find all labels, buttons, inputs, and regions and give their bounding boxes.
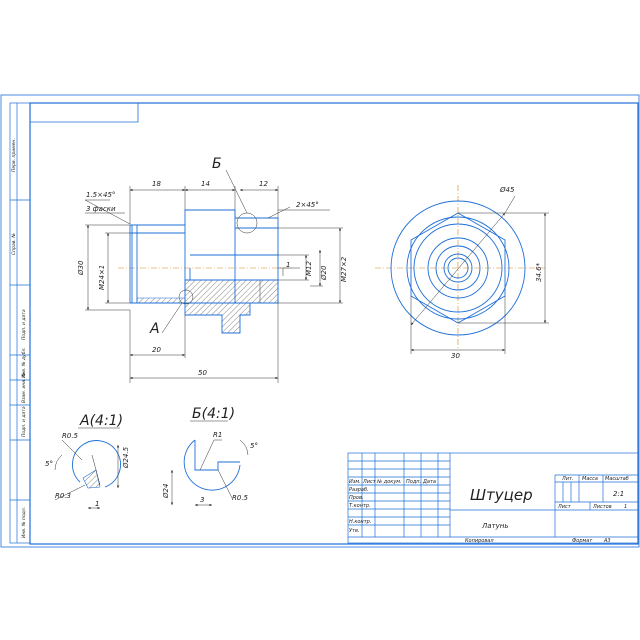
- tb-col-lit: Лит.: [561, 476, 574, 482]
- tb-row-list: Лист: [362, 479, 377, 485]
- dim-len-14: 14: [201, 180, 210, 188]
- detail-a-title: А(4:1): [79, 413, 123, 429]
- side-label-sprav: Справ. №: [11, 233, 17, 255]
- dim-chamfer-main: 1.5×45°: [86, 191, 115, 199]
- side-label-podp2: Подп. и дата: [21, 406, 27, 437]
- dim-len-12: 12: [259, 180, 268, 188]
- detail-b-marker: [236, 212, 258, 234]
- detail-b-angle: 5°: [250, 442, 258, 450]
- detail-b-r05: R0.5: [232, 494, 249, 502]
- side-label-vzam: Взам. инв. №: [21, 372, 27, 403]
- dim-chamfer-count: 3 фаски: [86, 205, 116, 213]
- tb-scale-value: 2:1: [613, 490, 624, 498]
- dim-hex-30: 30: [451, 352, 460, 360]
- side-label-perv: Перв. примен.: [11, 138, 17, 172]
- title-block: Изм. Лист № докум. Подп. Дата Разраб. Пр…: [347, 452, 639, 544]
- side-margin-table: Перв. примен. Справ. № Подп. и дата Инв.…: [9, 102, 31, 544]
- tb-col-list: Лист: [557, 504, 572, 510]
- tb-row-razrab: Разраб.: [349, 487, 369, 493]
- dim-len-20: 20: [152, 346, 161, 354]
- tb-row-prov: Пров.: [349, 495, 364, 501]
- tb-col-masshtab: Масштаб: [605, 476, 629, 482]
- side-label-podp1: Подп. и дата: [21, 309, 27, 340]
- dim-hex-346: 34.6*: [535, 262, 543, 282]
- detail-b-r1: R1: [213, 431, 222, 439]
- tb-listov-value: 1: [624, 504, 627, 510]
- dim-dia-30: Ø30: [77, 260, 85, 276]
- tb-format-label: Формат: [572, 538, 593, 544]
- detail-b-dia24: Ø24: [162, 484, 170, 499]
- side-label-inv-podl: Инв. № подл.: [21, 507, 27, 538]
- detail-a-angle: 5°: [45, 460, 53, 468]
- tb-material: Латунь: [481, 522, 508, 530]
- callout-b-label: Б: [212, 156, 222, 172]
- dim-dia-45: Ø45: [499, 186, 515, 194]
- tb-row-nkontr: Н.контр.: [349, 519, 371, 525]
- detail-a-len: 1: [95, 500, 99, 508]
- detail-a-marker: [178, 289, 194, 305]
- tb-col-massa: Масса: [582, 476, 598, 482]
- dim-len-1: 1: [286, 261, 290, 269]
- tb-row-data: Дата: [422, 479, 436, 485]
- tb-row-utv: Утв.: [349, 528, 360, 534]
- tb-part-name: Штуцер: [470, 486, 533, 504]
- dim-len-50: 50: [198, 369, 207, 377]
- dim-len-18: 18: [152, 180, 161, 188]
- callout-a-label: А: [149, 321, 160, 337]
- tb-row-izm: Изм.: [349, 479, 361, 485]
- dim-chamfer-2: 2×45°: [296, 201, 319, 209]
- detail-a-view: А(4:1) R0.5 Ø24.5 R0.3 5° 1: [45, 413, 130, 510]
- dim-dia-20: Ø20: [320, 265, 328, 281]
- detail-a-r05: R0.5: [62, 432, 79, 440]
- tb-kopiroval: Копировал: [465, 538, 494, 544]
- tb-format-value: A3: [603, 538, 611, 544]
- detail-a-r03: R0.3: [55, 492, 71, 500]
- dim-thread-m27: M27×2: [340, 256, 348, 282]
- dim-thread-m12: M12: [305, 261, 313, 276]
- side-label-inv-dubl: Инв. № дубл.: [21, 347, 27, 378]
- tb-col-listov: Листов: [592, 504, 612, 510]
- tb-row-tkontr: Т.контр.: [349, 503, 371, 509]
- detail-b-view: Б(4:1) R1 5° Ø24 3 R0.5: [162, 406, 258, 507]
- main-section-view: Б А 1.5×45° 3 фаски 18 14 12 2×45° Ø30 M…: [77, 156, 348, 383]
- detail-a-dia245: Ø24.5: [122, 446, 130, 469]
- detail-b-len3: 3: [200, 496, 204, 504]
- detail-b-title: Б(4:1): [192, 406, 235, 422]
- end-view: Ø45 34.6* 30: [375, 185, 549, 360]
- tb-row-docnum: № докум.: [376, 479, 402, 485]
- tb-row-podp: Подп.: [406, 479, 421, 485]
- dim-thread-m24: M24×1: [98, 265, 106, 290]
